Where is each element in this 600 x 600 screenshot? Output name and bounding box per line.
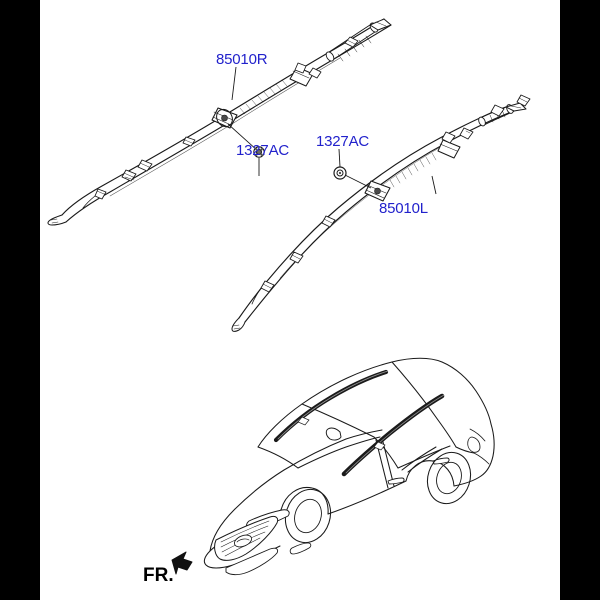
leader-line-1327AC-right-label [338, 148, 341, 168]
label-part-85010L: 85010L [379, 200, 428, 217]
label-fastener-1327AC-left: 1327AC [236, 142, 290, 159]
airbag-main-bracket [211, 107, 238, 129]
airbag-clip [289, 251, 304, 264]
airbag-main-bracket [364, 180, 391, 202]
airbag-clip [321, 215, 336, 228]
letterbox-left [0, 0, 40, 600]
label-front-direction: FR. [143, 565, 174, 586]
airbag-clip [182, 136, 196, 147]
leader-line-1327AC-left [227, 123, 259, 152]
airbag-inflator [308, 18, 392, 79]
airbag-mid-bracket [437, 127, 474, 159]
airbag-fabric-texture [239, 79, 288, 115]
part-85010R-curtain-airbag[interactable] [47, 18, 392, 226]
diagram-canvas: 85010R 1327AC 1327AC 85010L FR. [40, 0, 560, 600]
letterbox-right [560, 0, 600, 600]
airbag-fabric-texture [389, 152, 437, 188]
airbag-mount-tab [121, 169, 137, 182]
airbag-mount-tab [137, 159, 153, 172]
airbag-mid-bracket [289, 62, 314, 87]
parts-illustration [47, 18, 531, 576]
label-fastener-1327AC-right: 1327AC [316, 133, 370, 150]
airbag-inflator [478, 94, 531, 127]
leader-line-85010L [431, 175, 437, 195]
vehicle-illustration[interactable] [203, 357, 495, 576]
part-85010L-curtain-airbag[interactable] [231, 94, 531, 332]
vehicle-curtain-airbag-highlight [273, 369, 445, 477]
leader-line-1327AC-right [344, 174, 372, 189]
label-part-85010R: 85010R [216, 51, 268, 68]
fastener-1327AC-right[interactable] [333, 166, 347, 180]
leader-line-85010R [231, 66, 237, 101]
front-direction-arrow [171, 551, 193, 575]
